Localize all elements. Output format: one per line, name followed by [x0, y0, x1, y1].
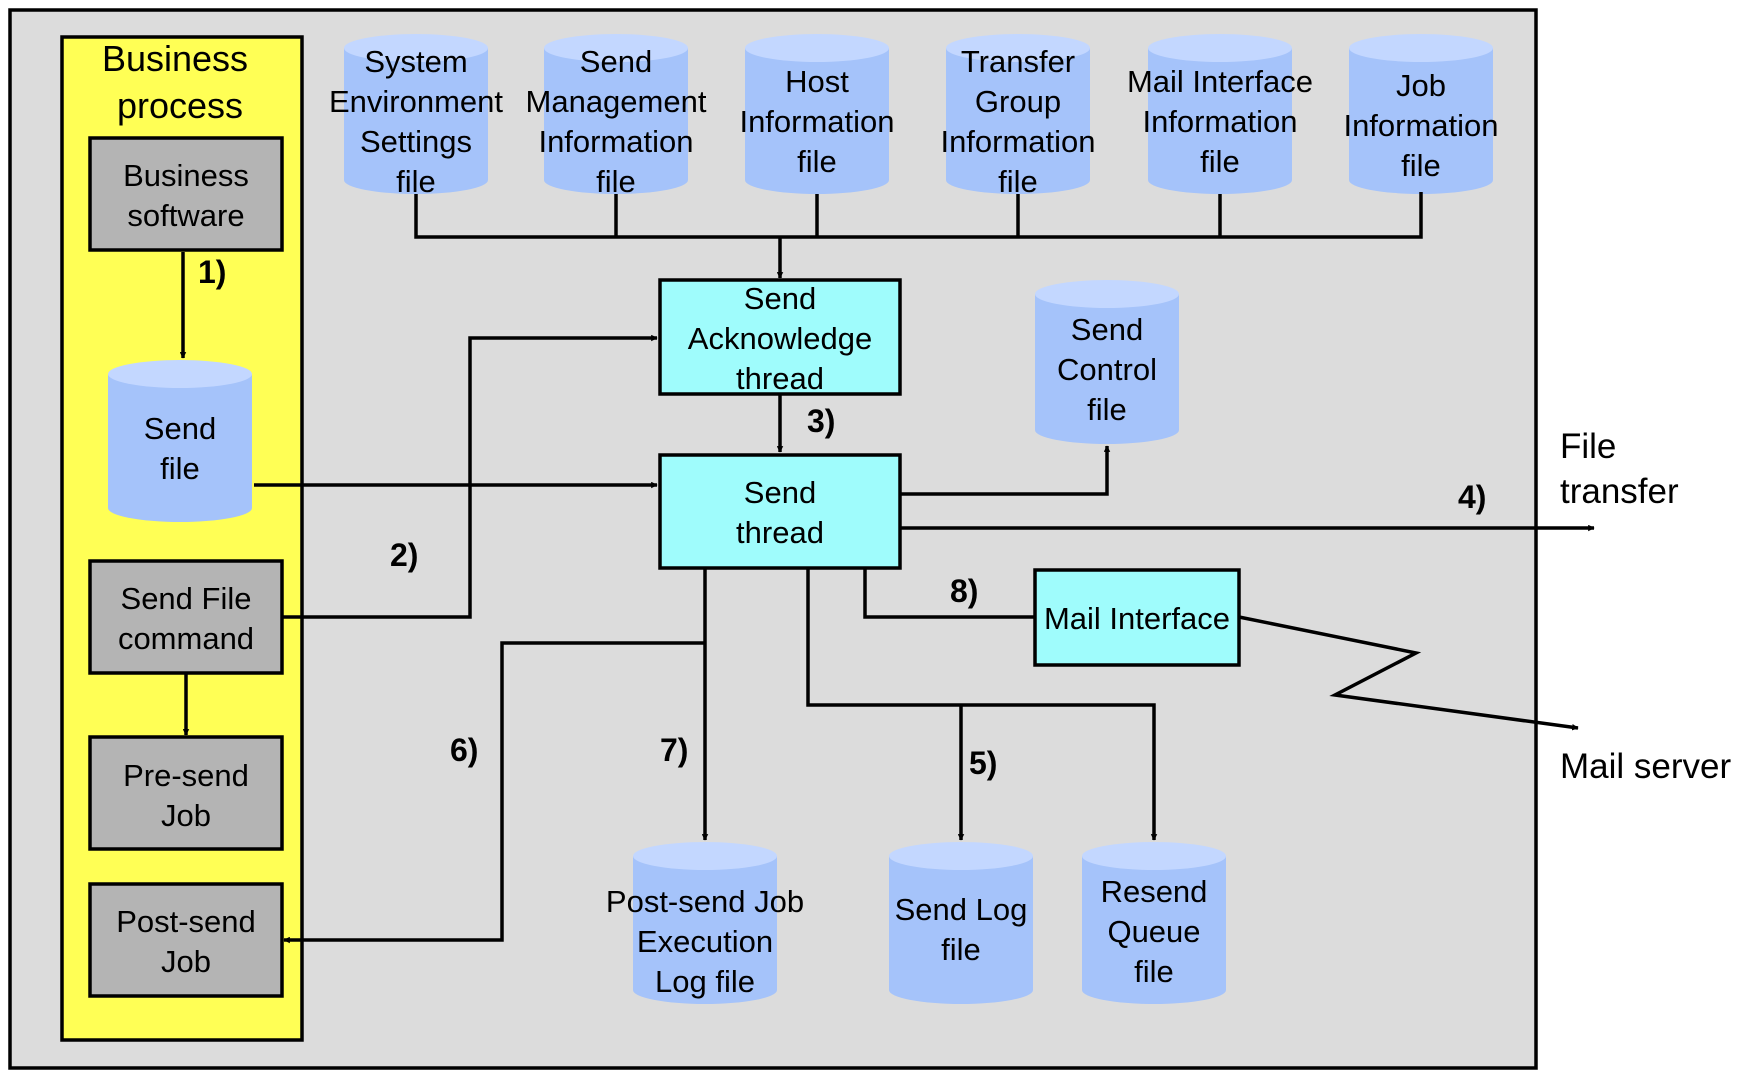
step-4-label: 4): [1458, 479, 1486, 515]
step-8-label: 8): [950, 573, 978, 609]
step-3-label: 3): [807, 403, 835, 439]
step-7-label: 7): [660, 732, 688, 768]
step-6-label: 6): [450, 732, 478, 768]
connectors: [179, 192, 1595, 944]
step-5-label: 5): [969, 745, 997, 781]
mail-interface-box: Mail Interface: [1033, 568, 1241, 667]
business-process-title: Business process: [102, 38, 258, 126]
step-2-label: 2): [390, 537, 418, 573]
step-1-label: 1): [198, 254, 226, 290]
mail-server-label: Mail server: [1560, 747, 1731, 786]
svg-text:Mail Interface: Mail Interface: [1044, 601, 1230, 636]
